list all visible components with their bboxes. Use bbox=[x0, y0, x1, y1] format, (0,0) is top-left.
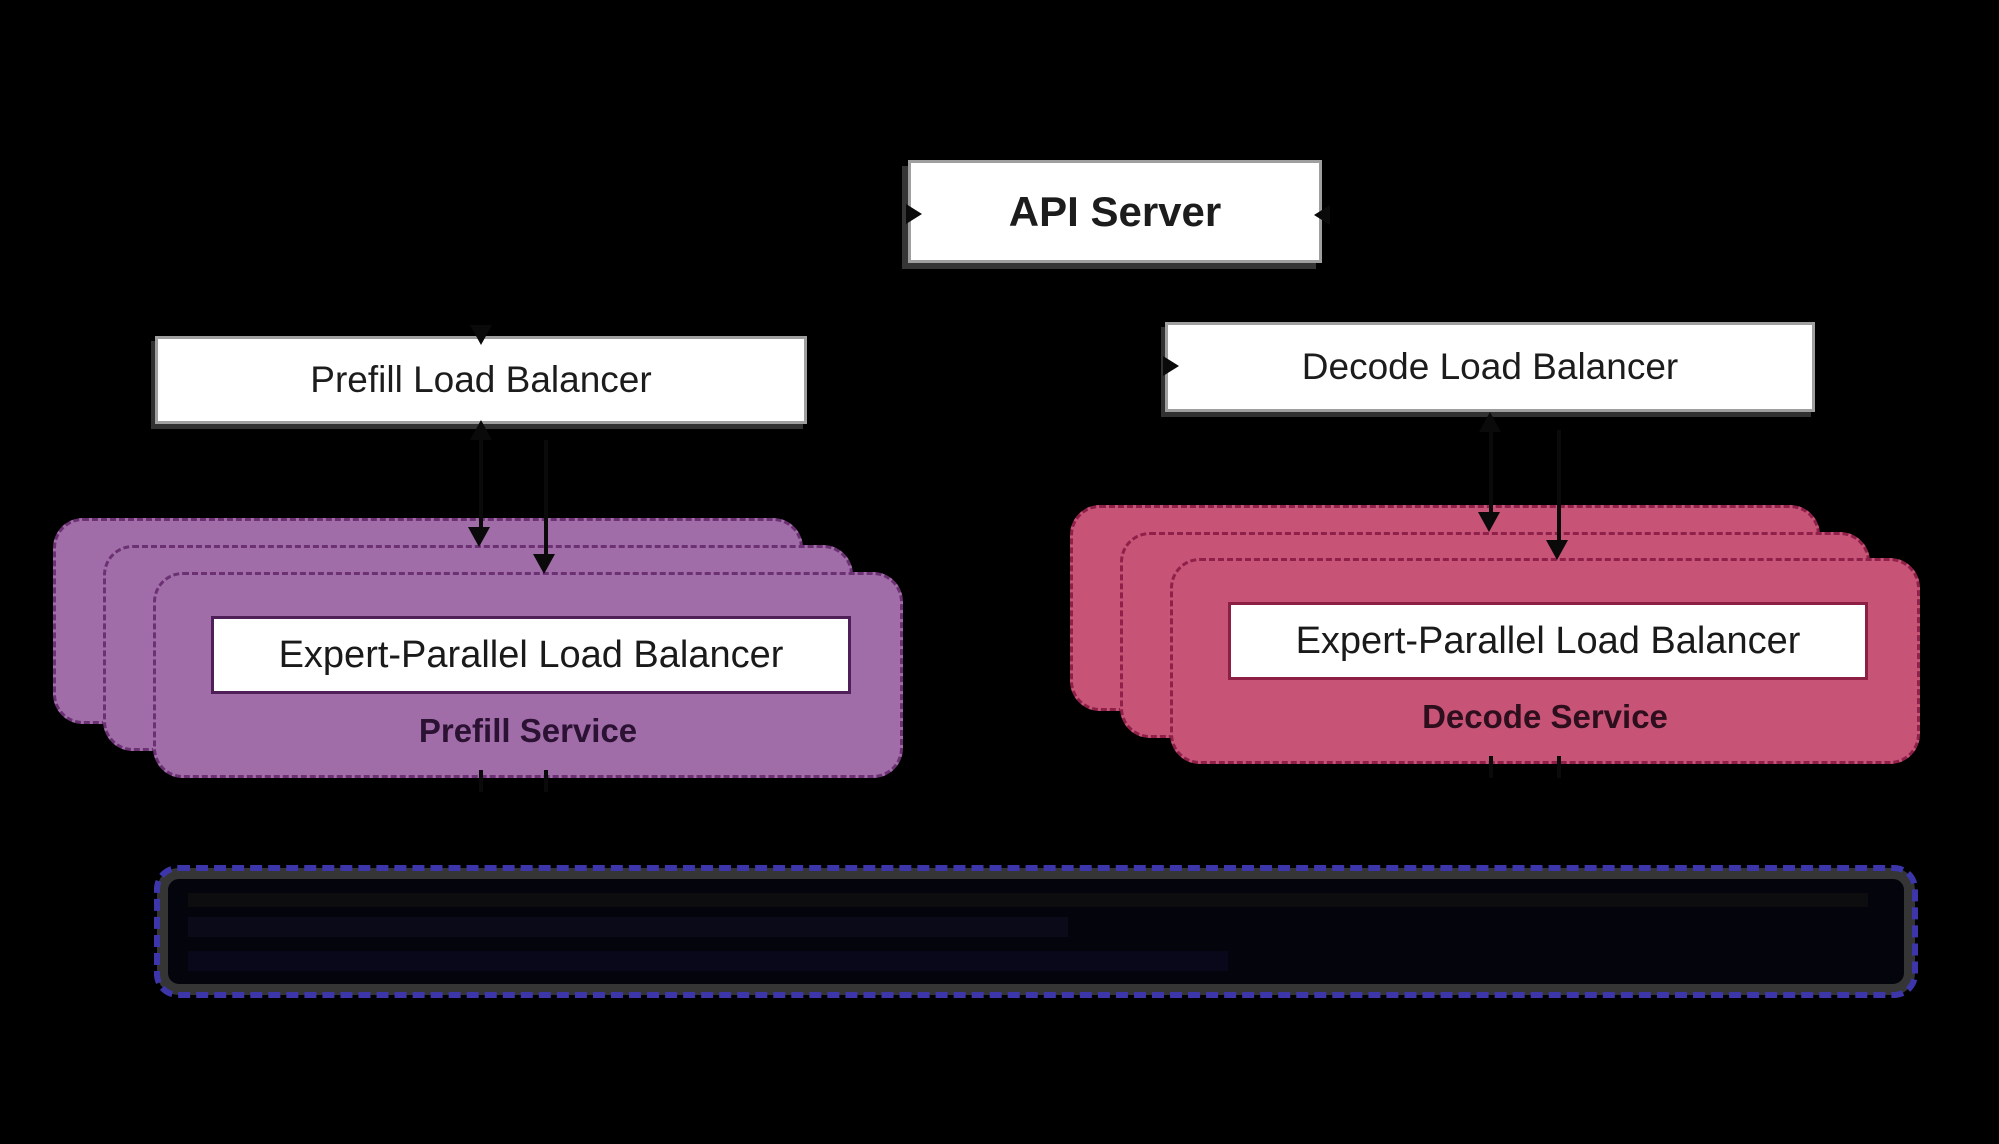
decode-service-name: Decode Service bbox=[1422, 698, 1668, 735]
gpu-pool-dashed-border bbox=[154, 865, 1918, 998]
stub-prefill-to-gpu-2 bbox=[544, 770, 548, 792]
api-server-node: API Server bbox=[908, 160, 1322, 263]
prefill-load-balancer-label: Prefill Load Balancer bbox=[310, 359, 652, 400]
gpu-pool-faint-row bbox=[188, 893, 1868, 907]
api-server-label: API Server bbox=[1008, 187, 1222, 235]
arrowhead-up-into-decode-lb-icon bbox=[1479, 412, 1501, 432]
arrow-line-decode-2 bbox=[1557, 430, 1561, 540]
arrowhead-decode-replica2-icon bbox=[1478, 512, 1500, 532]
decode-load-balancer-node: Decode Load Balancer bbox=[1165, 322, 1815, 412]
stub-prefill-to-gpu-1 bbox=[479, 770, 483, 792]
arrowhead-decode-replica3-icon bbox=[1546, 540, 1568, 560]
gpu-pool-faint-row bbox=[188, 951, 1228, 971]
prefill-service-card-front: Expert-Parallel Load Balancer Prefill Se… bbox=[153, 572, 903, 778]
decode-eplb-node: Expert-Parallel Load Balancer bbox=[1228, 602, 1868, 680]
arrow-line-prefill-1 bbox=[479, 440, 483, 528]
arrowhead-into-api-right-icon bbox=[1314, 205, 1330, 225]
arrowhead-prefill-replica2-icon bbox=[468, 527, 490, 547]
decode-service-card-front: Expert-Parallel Load Balancer Decode Ser… bbox=[1170, 558, 1920, 764]
gpu-pool-faint-row bbox=[188, 917, 1068, 937]
arrowhead-up-into-prefill-lb-icon bbox=[470, 420, 492, 440]
arrow-line-prefill-2 bbox=[544, 440, 548, 555]
stub-decode-to-gpu-2 bbox=[1557, 756, 1561, 778]
gpu-pool-node bbox=[157, 868, 1915, 995]
prefill-service-name: Prefill Service bbox=[418, 712, 638, 749]
arrow-line-decode-1 bbox=[1489, 430, 1493, 512]
arrowhead-into-api-left-icon bbox=[906, 204, 922, 224]
prefill-load-balancer-node: Prefill Load Balancer bbox=[155, 336, 807, 424]
arrowhead-into-prefill-lb-icon bbox=[470, 325, 492, 345]
decode-load-balancer-label: Decode Load Balancer bbox=[1301, 346, 1679, 387]
prefill-eplb-label: Expert-Parallel Load Balancer bbox=[278, 633, 784, 676]
arrowhead-prefill-replica3-icon bbox=[533, 554, 555, 574]
stub-decode-to-gpu-1 bbox=[1489, 756, 1493, 778]
arrowhead-into-decode-lb-icon bbox=[1163, 356, 1179, 376]
prefill-eplb-node: Expert-Parallel Load Balancer bbox=[211, 616, 851, 694]
decode-eplb-label: Expert-Parallel Load Balancer bbox=[1295, 619, 1801, 662]
